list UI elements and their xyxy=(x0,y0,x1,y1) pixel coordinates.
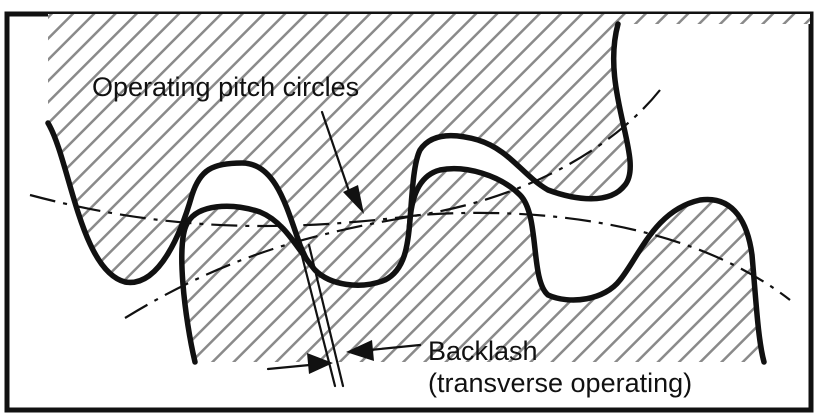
backlash-arrow-left-head xyxy=(307,353,333,374)
pitch-circle-lower xyxy=(124,211,791,319)
pitch-label-leader xyxy=(320,110,354,202)
backlash-label: Backlash xyxy=(428,336,538,366)
pitch-label-arrowhead xyxy=(343,185,364,214)
backlash-arrow-right-shaft xyxy=(368,343,422,352)
lower-gear-outline xyxy=(179,166,767,365)
pitch-circles-label: Operating pitch circles xyxy=(92,72,359,102)
backlash-line-right xyxy=(307,243,345,388)
backlash-sublabel: (transverse operating) xyxy=(428,368,692,398)
lower-gear-body xyxy=(181,168,765,362)
backlash-arrow-right-head xyxy=(346,340,374,361)
pitch-circle-upper xyxy=(29,89,661,228)
upper-gear-body xyxy=(48,14,810,293)
